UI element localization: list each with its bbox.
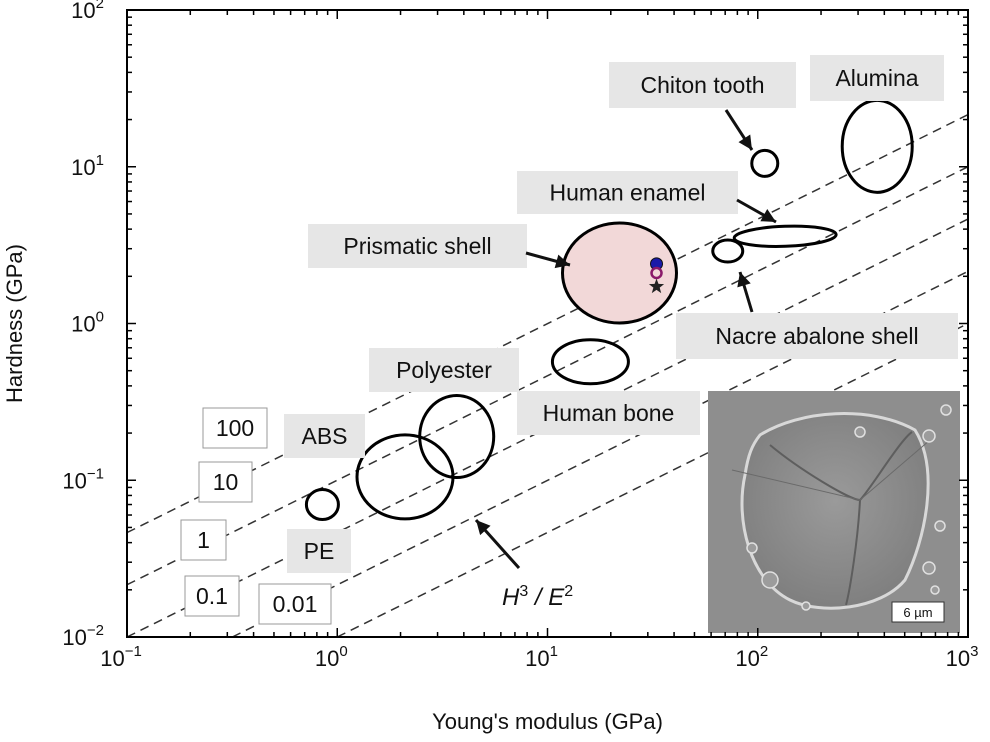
y-tick-label: 10−1 bbox=[62, 465, 104, 493]
material-label: Chiton tooth bbox=[640, 72, 764, 98]
material-ellipse bbox=[711, 238, 745, 264]
material-ellipse bbox=[732, 224, 838, 248]
material-label: Alumina bbox=[835, 65, 918, 91]
inset-particle bbox=[854, 426, 866, 438]
reference-line bbox=[232, 270, 969, 638]
inset-particle bbox=[922, 429, 936, 443]
x-tick-label: 100 bbox=[315, 643, 348, 671]
arrows bbox=[474, 109, 777, 570]
material-ellipse bbox=[304, 488, 340, 522]
material-ellipse bbox=[550, 338, 630, 386]
scale-bar-box bbox=[891, 601, 945, 623]
sem-inset: 6 µm bbox=[708, 391, 960, 633]
indent-crack bbox=[731, 439, 931, 501]
inset-particle bbox=[940, 404, 952, 416]
data-point bbox=[650, 266, 663, 280]
line-value-label: 0.1 bbox=[196, 583, 228, 609]
line-value-label: 10 bbox=[213, 469, 239, 495]
line-value-label: 0.01 bbox=[273, 591, 318, 617]
data-point bbox=[648, 278, 665, 294]
y-axis-title: Hardness (GPa) bbox=[2, 244, 27, 403]
label-box bbox=[676, 313, 958, 359]
material-ellipses bbox=[304, 98, 914, 522]
label-box bbox=[369, 348, 519, 392]
material-ellipse bbox=[750, 148, 780, 178]
reference-line bbox=[126, 166, 969, 586]
y-tick-label: 101 bbox=[71, 152, 104, 180]
label-box bbox=[284, 414, 365, 458]
label-box bbox=[810, 55, 944, 101]
material-label: Nacre abalone shell bbox=[715, 323, 918, 349]
reference-line bbox=[126, 113, 969, 534]
data-points bbox=[648, 257, 665, 294]
material-label: Prismatic shell bbox=[343, 233, 491, 259]
indent-outline bbox=[740, 412, 930, 610]
material-ellipse bbox=[355, 433, 455, 521]
inset-particle bbox=[922, 561, 936, 575]
label-box bbox=[308, 224, 527, 268]
material-label: ABS bbox=[301, 423, 347, 449]
y-tick-label: 102 bbox=[71, 0, 104, 23]
arrow-prismatic-shell-head bbox=[554, 254, 570, 269]
inset-particle bbox=[746, 542, 758, 554]
label-box bbox=[517, 171, 738, 214]
x-axis-title: Young's modulus (GPa) bbox=[432, 709, 663, 734]
label-box bbox=[609, 62, 796, 108]
material-ellipse bbox=[560, 221, 678, 325]
material-label: PE bbox=[304, 538, 335, 564]
scale-bar-label: 6 µm bbox=[903, 605, 932, 620]
inset-particle bbox=[761, 571, 779, 589]
y-tick-label: 10−2 bbox=[62, 622, 104, 650]
arrow-nacre-head bbox=[737, 272, 751, 288]
reference-line bbox=[336, 322, 969, 638]
x-tick-label: 102 bbox=[735, 643, 768, 671]
line-value-box bbox=[184, 575, 240, 617]
h3-e2-annotation: H3 / E2 bbox=[502, 583, 573, 611]
material-label: Human enamel bbox=[550, 180, 706, 206]
material-ellipse bbox=[840, 98, 914, 194]
x-tick-label: 103 bbox=[946, 643, 979, 671]
line-value-label: 100 bbox=[216, 415, 254, 441]
x-tick-label: 101 bbox=[525, 643, 558, 671]
material-ellipse bbox=[418, 394, 496, 480]
arrow-human-enamel-head bbox=[760, 209, 776, 222]
material-label: Polyester bbox=[396, 357, 492, 383]
x-tick-label: 10−1 bbox=[100, 643, 142, 671]
material-label: Human bone bbox=[543, 400, 675, 426]
inset-particle bbox=[930, 585, 940, 595]
inset-particle bbox=[934, 520, 946, 532]
label-box bbox=[517, 391, 700, 435]
arrow-h3-e2-head bbox=[476, 520, 491, 536]
arrow-chiton-tooth-head bbox=[738, 134, 752, 150]
y-tick-label: 100 bbox=[71, 309, 104, 337]
line-value-box bbox=[180, 519, 227, 561]
line-value-box bbox=[258, 583, 332, 625]
line-value-label: 1 bbox=[197, 527, 210, 553]
line-value-box bbox=[202, 407, 268, 449]
label-box bbox=[287, 529, 351, 573]
inset-particle bbox=[801, 601, 811, 611]
line-value-box bbox=[198, 461, 253, 503]
